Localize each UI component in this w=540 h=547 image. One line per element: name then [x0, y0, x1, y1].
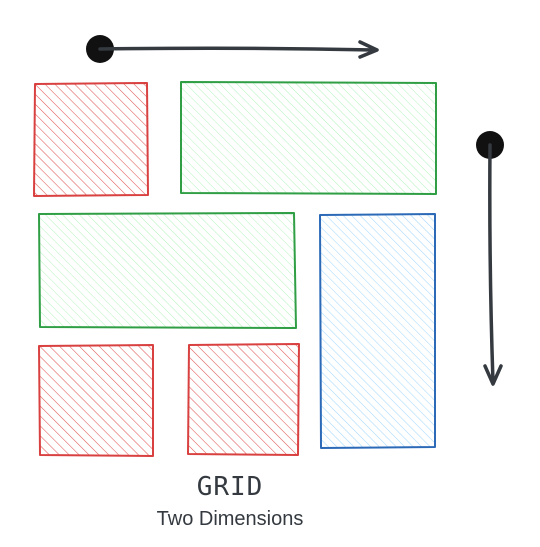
- arrow-head-down-icon: [483, 364, 503, 386]
- diagram-title: GRID: [196, 472, 264, 502]
- cell-red-bottom-left: [38, 344, 154, 457]
- cell-green-top-wide: [180, 81, 437, 195]
- arrow-shaft: [488, 143, 495, 384]
- cell-red-top-left: [33, 82, 149, 197]
- arrow-head-right-icon: [358, 40, 379, 59]
- vertical-arrow: [476, 131, 504, 386]
- cell-red-bottom-center: [187, 343, 300, 456]
- cell-green-middle-wide: [38, 212, 297, 329]
- cell-blue-tall: [319, 213, 436, 449]
- diagram-subtitle: Two Dimensions: [156, 508, 304, 530]
- horizontal-arrow: [86, 35, 379, 63]
- arrow-shaft: [98, 46, 377, 52]
